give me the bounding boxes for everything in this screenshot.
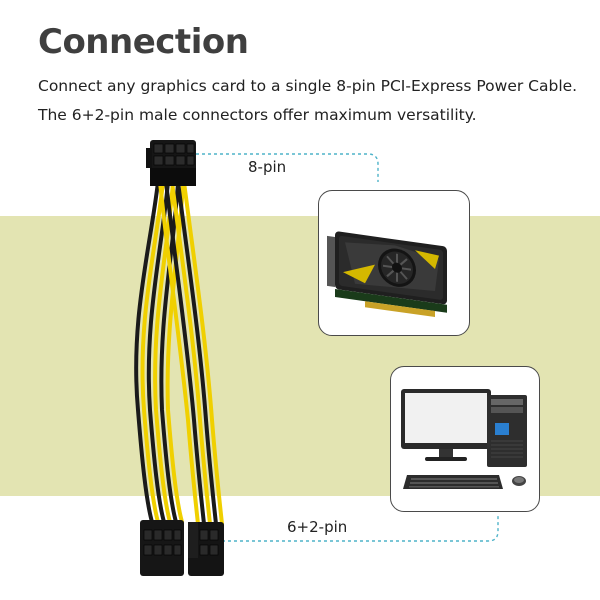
graphics-card-image — [318, 190, 470, 336]
description-line-2: The 6+2-pin male connectors offer maximu… — [38, 106, 477, 124]
label-8pin: 8-pin — [248, 158, 287, 176]
desktop-computer-icon — [401, 389, 527, 489]
connector-6-2-pin-left — [140, 520, 184, 576]
label-6-2-pin: 6+2-pin — [287, 518, 348, 536]
desktop-computer-image — [390, 366, 540, 512]
description-line-1: Connect any graphics card to a single 8-… — [38, 77, 578, 95]
connector-6-2-pin-right — [188, 522, 224, 576]
connector-8pin — [146, 140, 196, 186]
cable-wires — [134, 180, 224, 526]
callout-line-62pin — [216, 514, 499, 542]
graphics-card-icon — [327, 231, 447, 318]
page-title: Connection — [38, 22, 249, 62]
callout-line-8pin — [196, 153, 379, 182]
